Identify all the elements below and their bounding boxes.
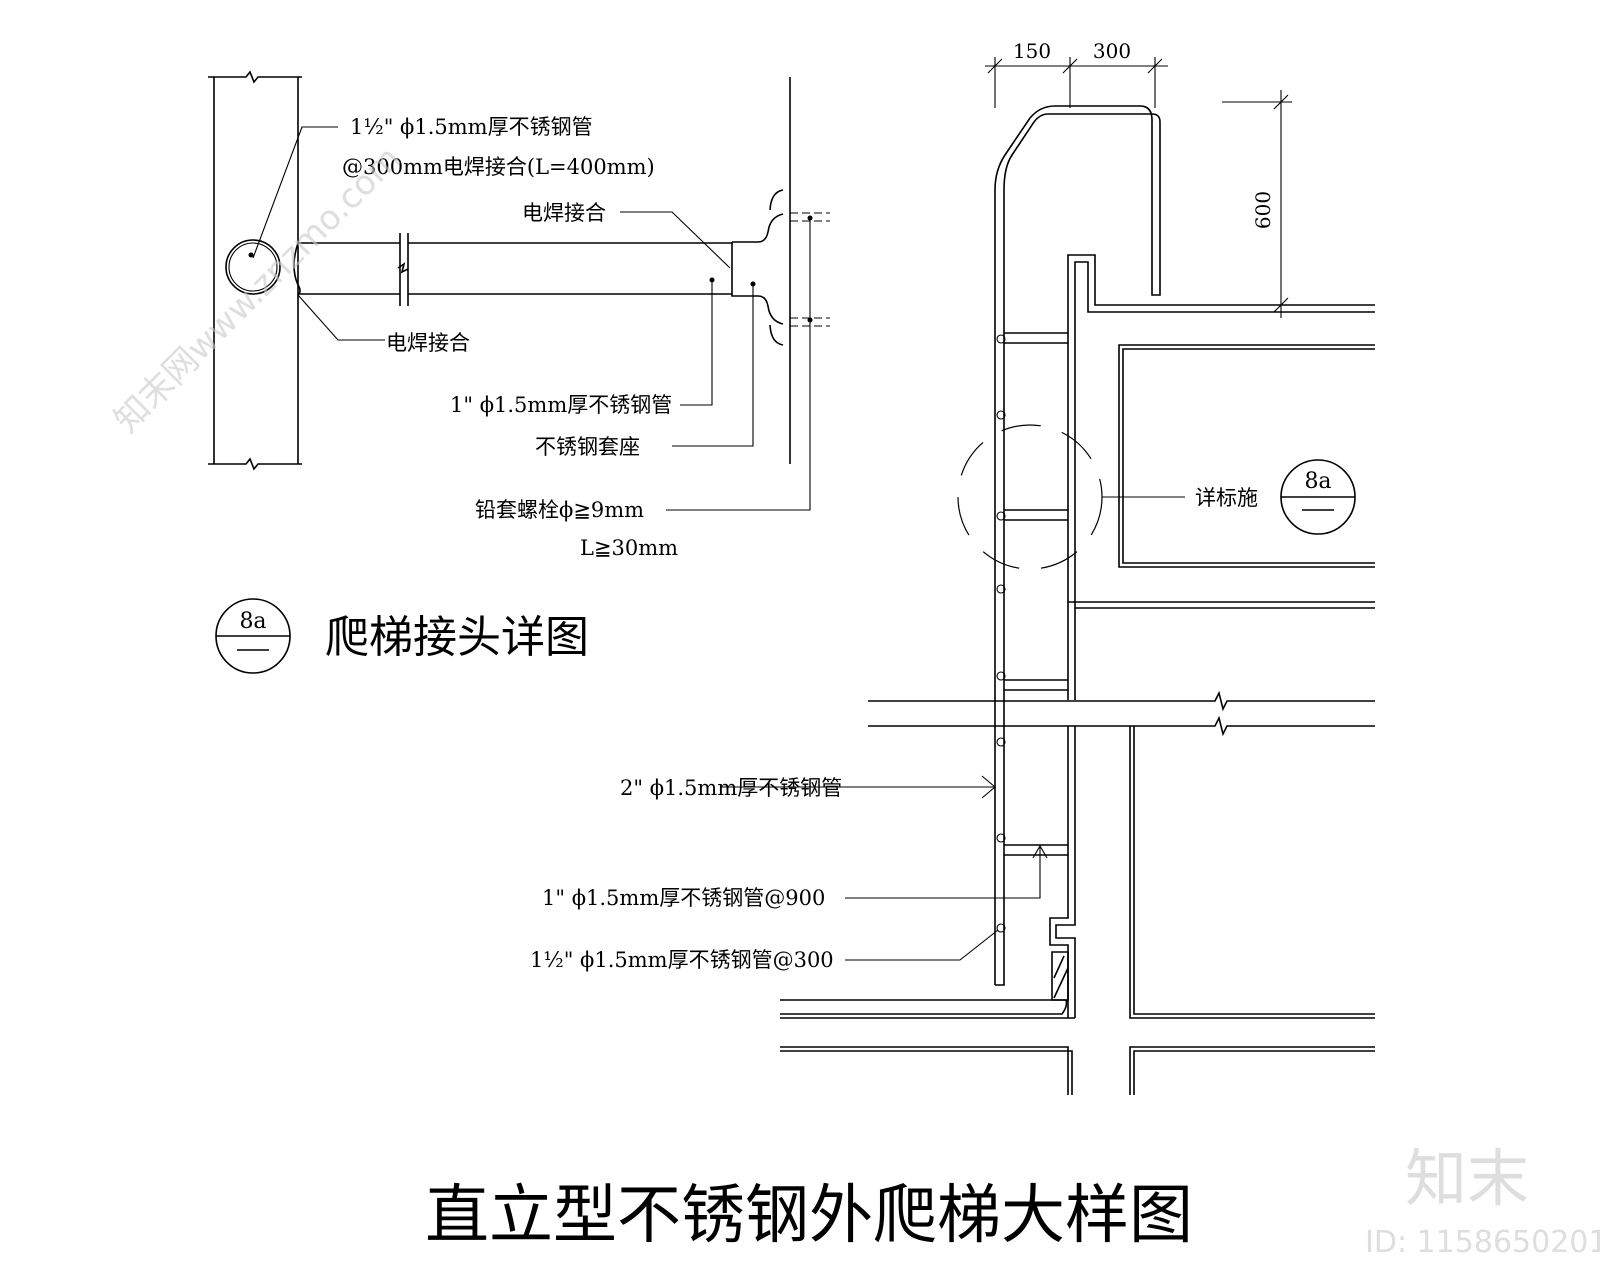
- bolt-length-label: L≧30mm: [580, 536, 678, 560]
- dim-150: 150: [1013, 39, 1051, 63]
- rung-label: 1" ϕ1.5mm厚不锈钢管@900: [542, 886, 825, 910]
- detail-ref-id: 8a: [1304, 469, 1331, 494]
- ladder-elevation: 150 300 600 详标施 8a 2" ϕ1.5mm厚不锈钢管 1" ϕ1.…: [530, 39, 1375, 1095]
- rail-pipe-section: [225, 239, 281, 295]
- detail-callout-id: 8a: [239, 609, 266, 634]
- main-title: 直立型不锈钢外爬梯大样图: [425, 1179, 1193, 1253]
- rail-spacing-label: 1½" ϕ1.5mm厚不锈钢管@300: [530, 948, 834, 972]
- ground-slab: [780, 999, 1375, 1095]
- watermark-brand: 知末: [1405, 1142, 1529, 1215]
- detail-ref-label: 详标施: [1195, 486, 1258, 510]
- dimension-lines: [985, 57, 1292, 318]
- weld-left-label: 电焊接合: [386, 331, 470, 355]
- side-rail-label: 2" ϕ1.5mm厚不锈钢管: [620, 776, 842, 800]
- wall-lower: [1049, 726, 1375, 1019]
- parapet-wall: [1067, 254, 1375, 700]
- rail-pipe-spec-label: @300mm电焊接合(L=400mm): [342, 155, 655, 179]
- rungs: [996, 332, 1068, 933]
- leaders: [252, 126, 811, 511]
- socket-label: 不锈钢套座: [535, 435, 640, 459]
- hatched-block: [1051, 951, 1069, 1001]
- weld-right-label: 电焊接合: [522, 201, 606, 225]
- socket: [731, 189, 784, 346]
- detail-marker-circle: [957, 424, 1103, 570]
- watermark: 知末网www.znzmo.com 知末 ID: 1158650201: [107, 139, 1600, 1260]
- rung-pipe-label: 1" ϕ1.5mm厚不锈钢管: [450, 393, 672, 417]
- watermark-id: ID: 1158650201: [1365, 1225, 1600, 1260]
- ladder-rail: [994, 105, 1161, 986]
- rail-pipe-label: 1½" ϕ1.5mm厚不锈钢管: [350, 115, 593, 139]
- room-outline-upper: [1118, 344, 1375, 568]
- detail-title: 爬梯接头详图: [325, 612, 589, 663]
- joint-detail: 1½" ϕ1.5mm厚不锈钢管 @300mm电焊接合(L=400mm) 电焊接合…: [208, 70, 830, 674]
- watermark-site: 知末网www.znzmo.com: [107, 139, 409, 441]
- dim-300: 300: [1093, 39, 1131, 63]
- bolt-label: 铅套螺栓ϕ≧9mm: [475, 498, 644, 522]
- floor-slab: [868, 690, 1375, 737]
- post: [208, 70, 302, 471]
- lower-leaders: [720, 775, 1048, 961]
- wall-lower-upper: [1068, 601, 1375, 609]
- dim-600: 600: [1251, 191, 1275, 229]
- rung-pipe: [293, 233, 732, 306]
